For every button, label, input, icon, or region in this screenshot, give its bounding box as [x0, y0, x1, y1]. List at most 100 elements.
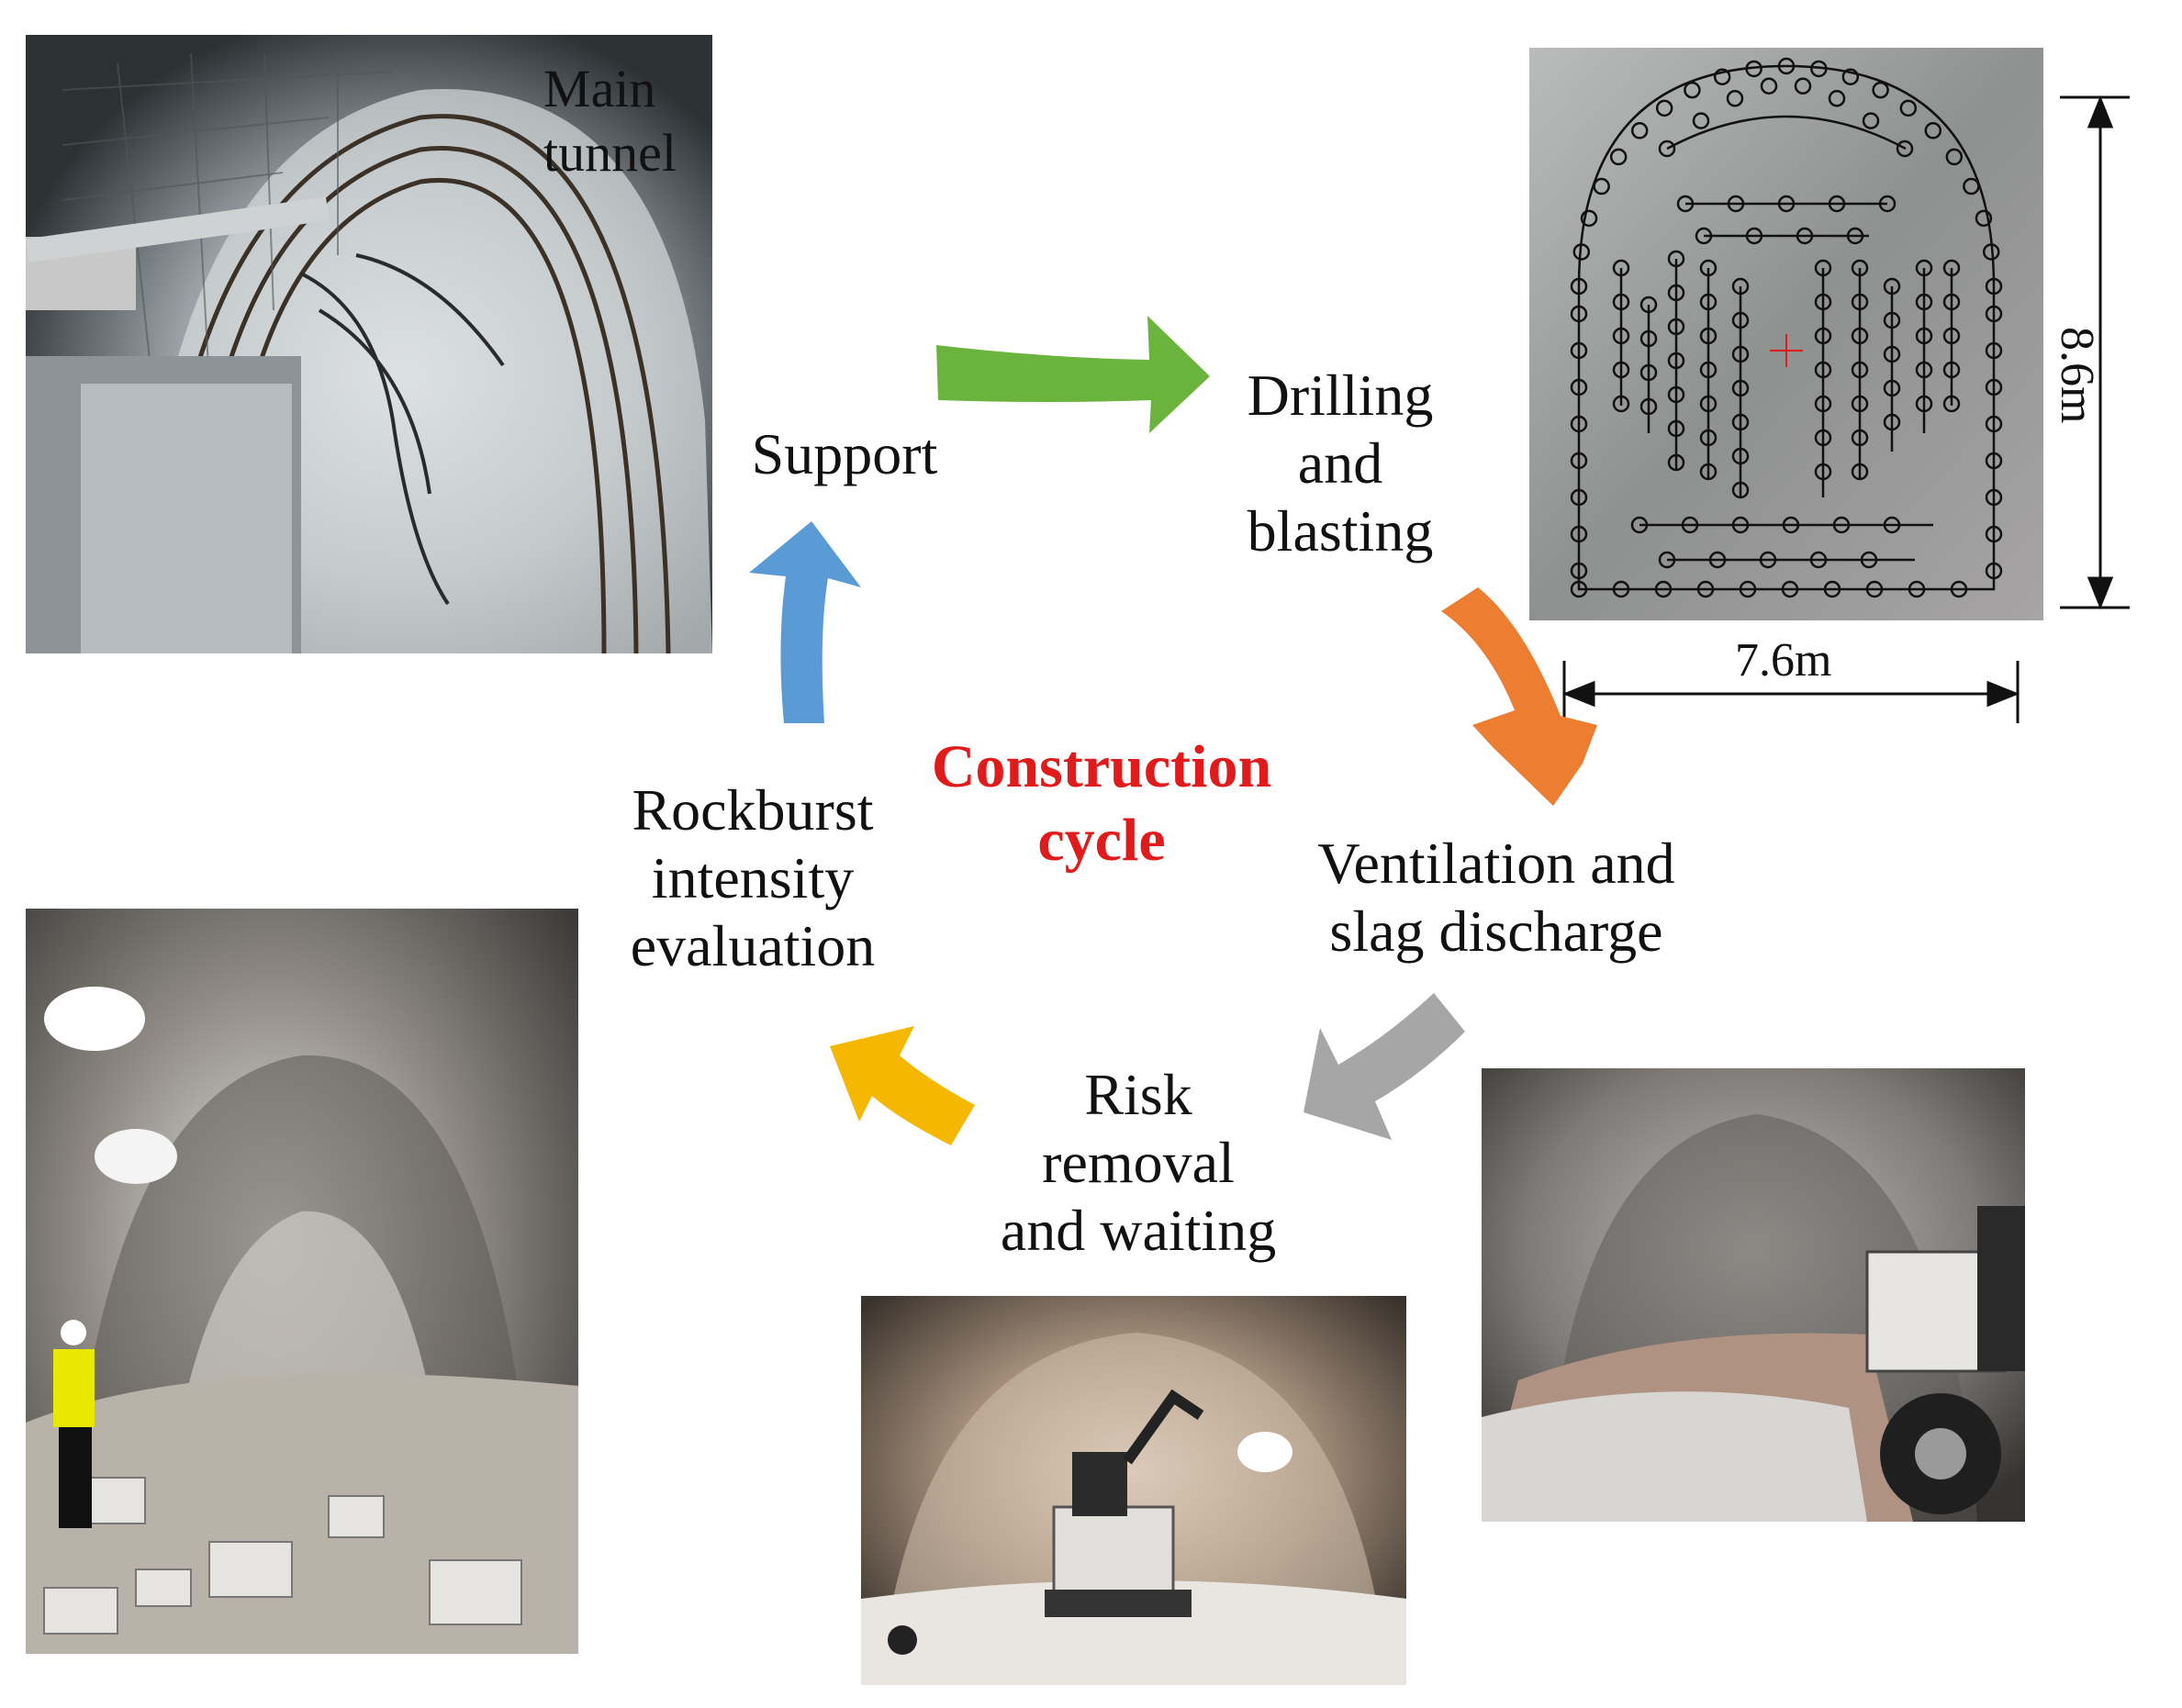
blast-hole: [1915, 361, 1933, 379]
blast-hole: [1851, 327, 1869, 345]
blast-hole: [1612, 327, 1630, 345]
blast-pattern-photo: [1529, 48, 2043, 620]
blast-hole: [1667, 284, 1685, 302]
blast-hole: [1883, 379, 1901, 397]
stage-risk-line2: removal: [1042, 1130, 1235, 1195]
blast-hole: [1731, 481, 1750, 499]
blast-hole: [1846, 227, 1864, 245]
stage-risk-line3: and waiting: [1000, 1198, 1277, 1263]
blast-hole: [1814, 327, 1832, 345]
stage-ventilation: Ventilation and slag discharge: [1267, 830, 1726, 966]
blast-hole: [1731, 516, 1750, 534]
blast-hole: [1630, 516, 1649, 534]
blast-hole: [1731, 413, 1750, 431]
blast-hole: [1731, 345, 1750, 363]
stage-rockburst-line1: Rockburst: [632, 777, 874, 843]
blast-hole: [1777, 195, 1796, 213]
blast-width-label: 7.6m: [1735, 634, 1832, 687]
blast-hole: [1924, 122, 1942, 140]
blast-hole: [1713, 68, 1731, 85]
blast-hole: [1570, 378, 1588, 396]
blast-hole: [1612, 395, 1630, 413]
blast-hole: [1872, 81, 1889, 99]
blast-hole: [1860, 551, 1878, 569]
blast-hole: [1759, 551, 1777, 569]
blast-hole: [1851, 395, 1869, 413]
blast-hole: [1841, 68, 1860, 85]
tunnel-contour: [1577, 64, 1996, 591]
blast-hole: [1745, 227, 1763, 245]
blast-hole: [1699, 259, 1718, 277]
cycle-title-line2: cycle: [1037, 807, 1166, 874]
arrow-rockburst-to-support: [749, 521, 861, 723]
blast-hole: [1731, 379, 1750, 397]
cycle-title: Construction cycle: [900, 731, 1304, 877]
blast-hole: [1570, 562, 1588, 580]
blast-hole: [1695, 227, 1713, 245]
blast-hole: [1832, 516, 1851, 534]
slag-discharge-photo: [1482, 1068, 2025, 1522]
blast-hole: [1781, 580, 1799, 598]
stage-rockburst-evaluation: Rockburst intensity evaluation: [597, 776, 909, 980]
blast-hole: [1570, 415, 1588, 433]
blast-hole: [1942, 259, 1961, 277]
blast-hole: [1985, 452, 2003, 470]
blast-hole: [1681, 516, 1699, 534]
blast-hole: [1667, 318, 1685, 336]
blast-hole: [1985, 305, 2003, 323]
blast-hole: [1883, 345, 1901, 363]
blast-hole: [1942, 395, 1961, 413]
blast-hole: [1699, 293, 1718, 311]
blast-hole: [1915, 395, 1933, 413]
blast-hole: [1777, 57, 1796, 75]
main-tunnel-label-line1: Main: [543, 59, 656, 118]
blast-hole: [1676, 195, 1695, 213]
blast-hole: [1658, 140, 1676, 158]
stage-risk-removal: Risk removal and waiting: [973, 1061, 1304, 1265]
blast-hole: [1570, 525, 1588, 543]
blast-hole: [1985, 277, 2003, 296]
blast-hole: [1896, 140, 1914, 158]
arrow-drilling-to-ventilation: [1441, 587, 1597, 806]
blast-hole: [1985, 562, 2003, 580]
blast-hole: [1699, 429, 1718, 447]
blast-hole: [1814, 361, 1832, 379]
blast-hole: [1667, 385, 1685, 404]
blast-hole: [1570, 580, 1588, 598]
blast-hole: [1630, 122, 1649, 140]
stage-drilling-blasting: Drilling and blasting: [1212, 362, 1469, 565]
blast-hole: [1609, 148, 1628, 166]
blast-hole: [1731, 277, 1750, 296]
blast-hole: [1667, 453, 1685, 472]
blast-hole: [1985, 525, 2003, 543]
blast-hole: [1814, 429, 1832, 447]
blast-hole: [1814, 259, 1832, 277]
blast-hole: [1699, 395, 1718, 413]
blast-hole: [1745, 60, 1762, 78]
stage-ventilation-line2: slag discharge: [1329, 899, 1663, 964]
blast-hole: [1612, 293, 1630, 311]
blast-hole: [1760, 77, 1778, 95]
blast-hole: [1639, 397, 1658, 416]
blast-hole: [1639, 363, 1658, 382]
blast-hole: [1915, 293, 1933, 311]
risk-removal-photo: [861, 1296, 1406, 1685]
blast-hole: [1639, 329, 1658, 348]
blast-hole: [1883, 516, 1901, 534]
blast-hole: [1985, 378, 2003, 396]
main-tunnel-photo: [26, 35, 712, 653]
blast-hole: [1883, 413, 1901, 431]
blast-hole: [1828, 90, 1846, 107]
blast-hole: [1851, 361, 1869, 379]
blast-hole: [1667, 419, 1685, 438]
blast-hole: [1851, 463, 1869, 481]
blast-hole: [1612, 259, 1630, 277]
blast-hole: [1655, 99, 1673, 117]
blast-hole: [1796, 227, 1814, 245]
blast-hole: [1814, 293, 1832, 311]
stage-support-text: Support: [751, 421, 938, 486]
rockburst-site-photo: [26, 909, 578, 1654]
blast-hole: [1699, 327, 1718, 345]
blast-hole: [1915, 327, 1933, 345]
blast-hole: [1696, 580, 1715, 598]
